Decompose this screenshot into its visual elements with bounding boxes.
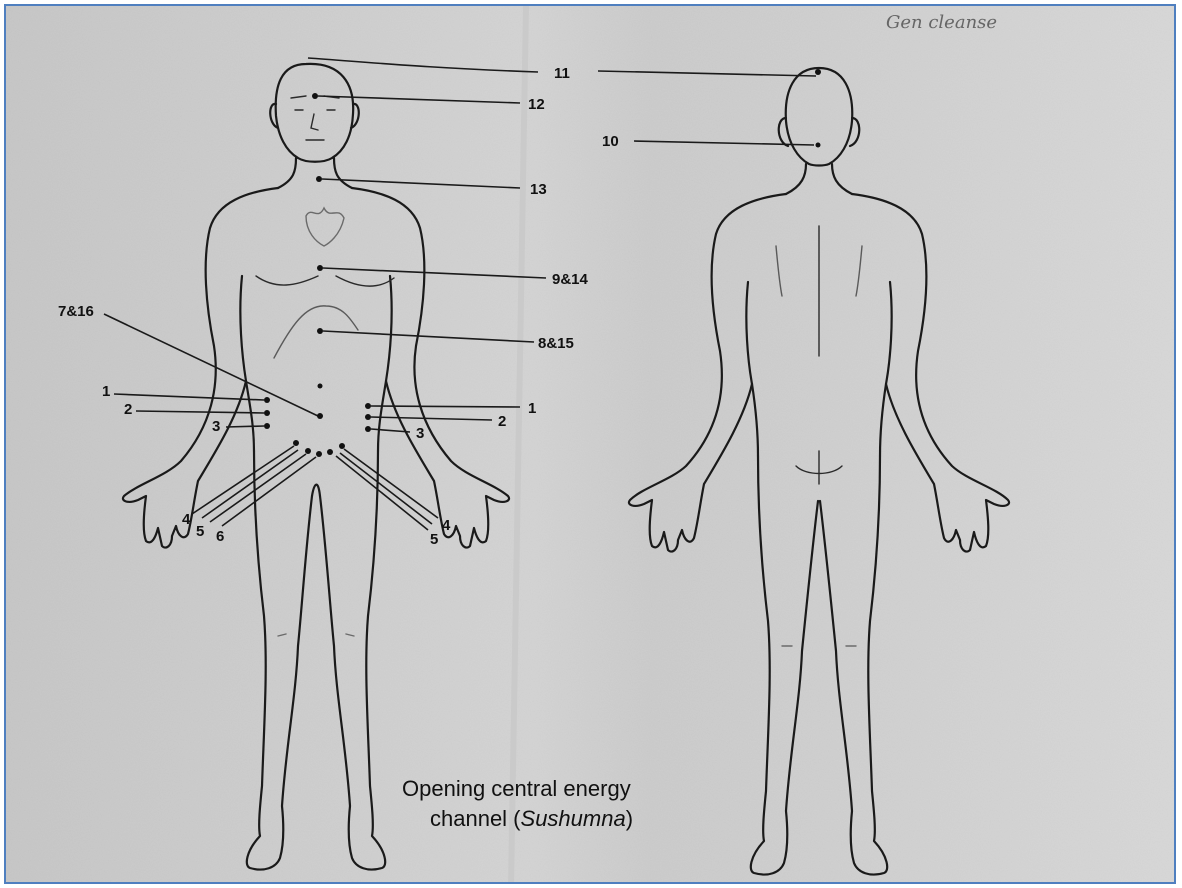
point-right-2 bbox=[365, 414, 371, 420]
point-left-1 bbox=[264, 397, 270, 403]
point-11-back bbox=[815, 69, 821, 75]
label-left-4: 4 bbox=[182, 511, 191, 528]
point-arc-5 bbox=[339, 443, 345, 449]
leader-right-1 bbox=[371, 406, 520, 407]
label-left-3: 3 bbox=[212, 418, 220, 435]
caption-italic-term: Sushumna bbox=[521, 806, 626, 831]
point-10 bbox=[816, 143, 821, 148]
label-right-4: 4 bbox=[442, 517, 451, 534]
label-10: 10 bbox=[602, 133, 619, 150]
label-right-3: 3 bbox=[416, 425, 424, 442]
point-arc-3 bbox=[316, 451, 322, 457]
label-9-14: 9&14 bbox=[552, 271, 589, 288]
point-arc-4 bbox=[327, 449, 333, 455]
point-navel bbox=[318, 384, 323, 389]
label-left-1: 1 bbox=[102, 383, 110, 400]
point-13 bbox=[316, 176, 322, 182]
label-11: 11 bbox=[554, 65, 570, 82]
point-arc-1 bbox=[293, 440, 299, 446]
label-left-2: 2 bbox=[124, 401, 132, 418]
point-arc-2 bbox=[305, 448, 311, 454]
label-12: 12 bbox=[528, 96, 545, 113]
label-right-2: 2 bbox=[498, 413, 506, 430]
acupressure-diagram: Gen cleanse bbox=[6, 6, 1176, 884]
scanned-page-frame: Gen cleanse bbox=[4, 4, 1176, 884]
caption-line-2: channel (Sushumna) bbox=[430, 806, 633, 831]
label-13: 13 bbox=[530, 181, 547, 198]
label-8-15: 8&15 bbox=[538, 335, 574, 352]
point-8-15 bbox=[317, 328, 323, 334]
label-left-5: 5 bbox=[196, 523, 204, 540]
label-right-5: 5 bbox=[430, 531, 438, 548]
point-7-16 bbox=[317, 413, 323, 419]
label-left-6: 6 bbox=[216, 528, 224, 545]
point-left-3 bbox=[264, 423, 270, 429]
caption-line-1: Opening central energy bbox=[402, 776, 631, 801]
paper-grain bbox=[6, 6, 1176, 884]
point-right-1 bbox=[365, 403, 371, 409]
caption-suffix: ) bbox=[626, 806, 633, 831]
point-9-14 bbox=[317, 265, 323, 271]
handwritten-note: Gen cleanse bbox=[886, 12, 997, 33]
point-left-2 bbox=[264, 410, 270, 416]
label-right-1: 1 bbox=[528, 400, 536, 417]
label-7-16: 7&16 bbox=[58, 303, 94, 320]
point-right-3 bbox=[365, 426, 371, 432]
leader-left-3 bbox=[226, 426, 264, 427]
caption-prefix: channel ( bbox=[430, 806, 521, 831]
point-12 bbox=[312, 93, 318, 99]
